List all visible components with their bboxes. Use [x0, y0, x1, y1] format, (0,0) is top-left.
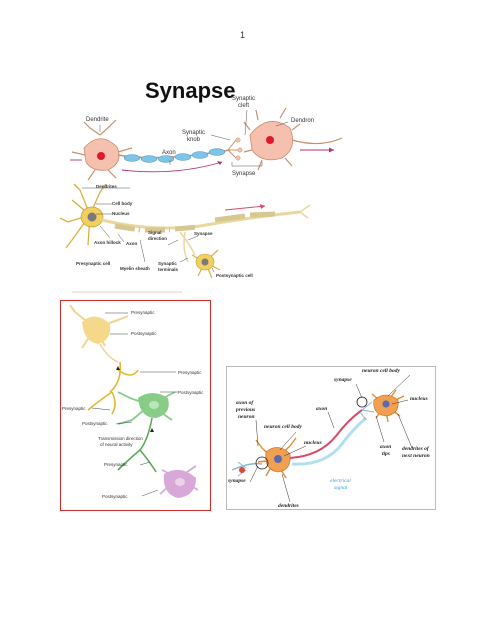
label-postsynaptic-low: Postsynaptic: [102, 494, 128, 499]
label-nucleus-top: nucleus: [410, 396, 428, 402]
label-transmission-1: Transmission direction: [98, 436, 143, 441]
label-postsynaptic-mid: Postsynaptic: [178, 390, 204, 395]
label-neuron-cell-body-top: neuron cell body: [362, 368, 400, 374]
label-synaptic-cleft-2: cleft: [238, 103, 250, 109]
yellow-axon-tree: [87, 361, 139, 415]
label-axon-prev-1: axon of: [236, 400, 254, 406]
label-synaptic-terminals-1: Synaptic: [158, 261, 177, 266]
myelinated-axon: [70, 148, 231, 173]
label-signal-direction-1: Signal: [148, 230, 162, 235]
myelinated-axon-2: [101, 204, 311, 233]
label-nucleus-4: nucleus: [304, 440, 322, 446]
label-axon-4: axon: [316, 406, 328, 412]
label-dendrites-next-1: dendrites of: [402, 446, 429, 452]
signal-axon: [289, 396, 375, 466]
label-axon-2: Axon: [126, 241, 138, 246]
label-presynaptic-low: Presynaptic: [104, 462, 128, 467]
label-dendrites-4: dendrites: [278, 503, 299, 509]
left-orange-neuron: [255, 437, 297, 479]
label-synaptic-terminals-2: terminals: [158, 267, 179, 272]
label-synapse-bottom: synapse: [228, 478, 246, 484]
label-synaptic-knob-2: knob: [187, 137, 201, 143]
label-signal-direction-2: direction: [148, 236, 168, 241]
left-neuron: [71, 119, 133, 181]
label-axon-prev-3: neuron: [238, 414, 255, 420]
green-neuron: [117, 391, 176, 473]
presynaptic-neuron-top: [69, 304, 129, 363]
label-postsynaptic-top: Postsynaptic: [131, 331, 157, 336]
axon-terminals: [179, 231, 196, 263]
label-dendrites: Dendrites: [96, 184, 117, 189]
presynaptic-cell: [59, 183, 107, 249]
label-synapse: Synapse: [232, 171, 256, 177]
label-nucleus: Nucleus: [112, 211, 130, 216]
label-synaptic-knob-1: Synaptic: [182, 130, 206, 136]
label-postsynaptic-cell: Postsynaptic cell: [216, 273, 253, 278]
label-synapse-top: synapse: [334, 377, 352, 383]
label-electrical-signal-2: signal: [334, 485, 348, 491]
label-dendrites-next-2: next neuron: [402, 453, 430, 459]
label-neuron-cell-body: neuron cell body: [264, 424, 302, 430]
label-transmission-2: of neural activity: [100, 442, 133, 447]
label-axon-tips-2: tips: [382, 451, 390, 457]
label-dendrite: Dendrite: [86, 117, 109, 123]
right-orange-neuron: [371, 389, 405, 423]
label-cell-body: Cell body: [112, 201, 133, 206]
label-synapse-2: Synapse: [194, 231, 213, 236]
postsynaptic-cell: [191, 249, 221, 279]
label-electrical-signal-1: electrical: [330, 478, 351, 484]
label-presynaptic-left: Presynaptic: [62, 406, 86, 411]
label-presynaptic-cell: Presynaptic cell: [76, 261, 111, 266]
synaptic-knobs: [227, 137, 243, 161]
label-axon-prev-2: previous: [236, 407, 256, 413]
label-presynaptic-top: Presynaptic: [131, 310, 155, 315]
label-dendron: Dendron: [291, 118, 315, 124]
label-postsynaptic-left: Postsynaptic: [82, 421, 108, 426]
right-neuron: [243, 107, 343, 171]
label-presynaptic-mid: Presynaptic: [178, 370, 202, 375]
page-number: 1: [240, 30, 246, 40]
figure-electrical-signal-panel: [226, 366, 436, 510]
label-myelin-sheath: Myelin sheath: [120, 266, 150, 271]
purple-neuron: [159, 465, 199, 498]
previous-axon: [231, 461, 263, 477]
label-axon-tips-1: axon: [380, 444, 392, 450]
label-axon-hillock: Axon hillock: [94, 240, 121, 245]
label-axon: Axon: [162, 150, 176, 156]
page-title: Synapse: [145, 78, 236, 103]
label-synaptic-cleft-1: Synaptic: [232, 96, 256, 102]
